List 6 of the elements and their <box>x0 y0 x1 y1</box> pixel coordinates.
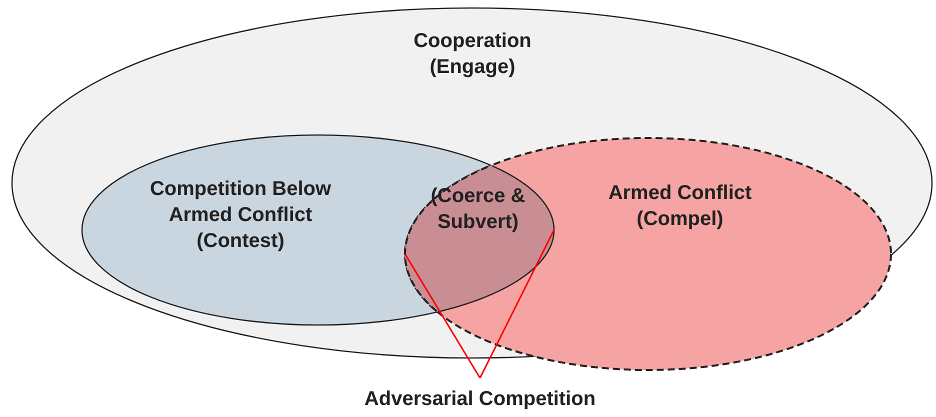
leader-line <box>479 230 555 378</box>
leader-line <box>404 254 481 378</box>
region-label: Cooperation (Engage) <box>412 29 532 80</box>
caption-label: Adversarial Competition <box>363 387 597 412</box>
region-label: Competition Below Armed Conflict (Contest) <box>148 177 332 254</box>
region-label: Armed Conflict (Compel) <box>607 181 753 232</box>
